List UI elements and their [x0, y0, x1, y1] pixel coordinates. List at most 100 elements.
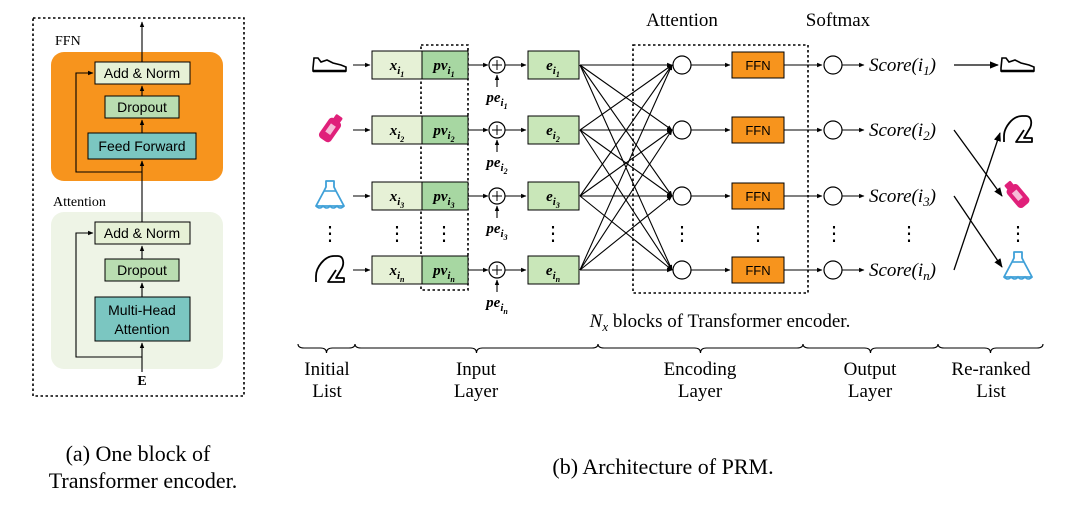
x-box	[371, 255, 423, 285]
section-label-1: Encoding	[664, 359, 737, 380]
score-label: Score(i3)	[869, 186, 936, 209]
residual-attention	[75, 230, 142, 358]
x-box	[371, 50, 423, 80]
brace-1	[297, 343, 356, 354]
nx-n: N	[589, 311, 604, 332]
attention-node	[672, 55, 692, 75]
attention-node	[672, 260, 692, 280]
ffn-label: FFN	[745, 263, 770, 278]
pv-label: pvi1	[431, 58, 454, 79]
pv-sub: 1	[451, 70, 455, 79]
e-sub: n	[556, 275, 561, 284]
score-word: Score(	[869, 186, 920, 207]
reranked-bottle-icon	[1004, 181, 1030, 209]
e-i: i	[553, 270, 557, 282]
pv-label: pvin	[431, 263, 455, 284]
vdots-initial: ⋮	[320, 223, 340, 245]
score-i: i	[918, 120, 923, 141]
multi-head-attention-box	[94, 296, 191, 342]
pe-symbol: pe	[484, 295, 501, 311]
pe-sub: 2	[503, 167, 508, 176]
e-label: ei2	[546, 123, 560, 144]
score-sub: 2	[923, 128, 930, 143]
section-label-2: Layer	[848, 381, 893, 402]
brace-4	[802, 343, 939, 354]
brace-2	[354, 343, 599, 354]
reranked-shoe-icon	[1000, 57, 1035, 73]
pv-symbol: pv	[431, 263, 448, 279]
caption-a-line1: (a) One block of	[66, 441, 211, 466]
section-label-2: List	[312, 381, 342, 402]
score-sub: 1	[923, 63, 930, 78]
vdots-attn: ⋮	[672, 223, 692, 245]
pv-symbol: pv	[431, 123, 448, 139]
initial-dress-icon	[315, 180, 345, 209]
attention-mesh	[579, 62, 673, 273]
pv-i: i	[448, 130, 452, 142]
e-i: i	[553, 130, 557, 142]
pe-sub: 1	[504, 102, 508, 111]
softmax-node	[823, 120, 843, 140]
pv-symbol: pv	[431, 189, 448, 205]
score-close: )	[929, 186, 936, 207]
ffn-label: FFN	[745, 189, 770, 204]
encoder-block-border	[32, 17, 245, 397]
softmax-node	[823, 186, 843, 206]
mesh-line-3-1	[579, 129, 673, 271]
mesh-line-3-2	[579, 195, 673, 271]
brace-3	[597, 343, 804, 354]
rerank-arrows	[953, 61, 1003, 271]
pe-label: pein	[484, 295, 508, 316]
ffn-add-norm-text: Add & Norm	[104, 65, 180, 81]
section-label-2: List	[976, 381, 1006, 402]
pv-i: i	[448, 65, 452, 77]
softmax-node	[823, 55, 843, 75]
ffn-box	[731, 256, 785, 284]
vertical-dots-row: ⋮ ⋮ ⋮ ⋮ ⋮ ⋮ ⋮ ⋮ ⋮	[320, 223, 1028, 245]
e-box	[527, 255, 580, 285]
section-label-1: Re-ranked	[951, 359, 1031, 380]
e-symbol: e	[546, 263, 553, 279]
vdots-ffn: ⋮	[748, 223, 768, 245]
pv-box	[421, 115, 469, 145]
encoder-dotted-frame	[632, 44, 809, 294]
ffn-box	[731, 116, 785, 144]
score-word: Score(	[869, 55, 920, 76]
pv-dotted-frame	[420, 44, 469, 291]
score-label: Score(i2)	[869, 120, 936, 143]
pe-sub: 3	[503, 233, 508, 242]
x-symbol: x	[389, 189, 398, 205]
pe-sub: n	[503, 307, 508, 316]
ffn-label: FFN	[745, 58, 770, 73]
caption-a-line2: Transformer encoder.	[49, 468, 238, 493]
pe-symbol: pe	[484, 221, 501, 237]
nx-caption: Nx blocks of Transformer encoder.	[589, 311, 851, 334]
e-box	[527, 115, 580, 145]
rerank-arrow-n	[953, 132, 1001, 271]
pv-label: pvi3	[431, 189, 454, 210]
x-box	[371, 181, 423, 211]
vdots-x: ⋮	[387, 223, 407, 245]
e-label: ei1	[546, 58, 560, 79]
multi-head-text-1: Multi-Head	[108, 302, 176, 318]
initial-bottle-icon	[318, 114, 343, 143]
e-sub: 2	[555, 135, 560, 144]
vdots-pv: ⋮	[434, 223, 454, 245]
mesh-line-2-1	[579, 129, 673, 197]
e-sub: 1	[556, 70, 560, 79]
e-label: ein	[546, 263, 561, 284]
score-label: Score(in)	[869, 260, 936, 283]
score-close: )	[929, 260, 936, 281]
vdots-softmax: ⋮	[824, 223, 844, 245]
vdots-reranked: ⋮	[1008, 223, 1028, 245]
pv-i: i	[447, 270, 451, 282]
x-symbol: x	[389, 58, 398, 74]
x-label: xi2	[389, 123, 405, 144]
